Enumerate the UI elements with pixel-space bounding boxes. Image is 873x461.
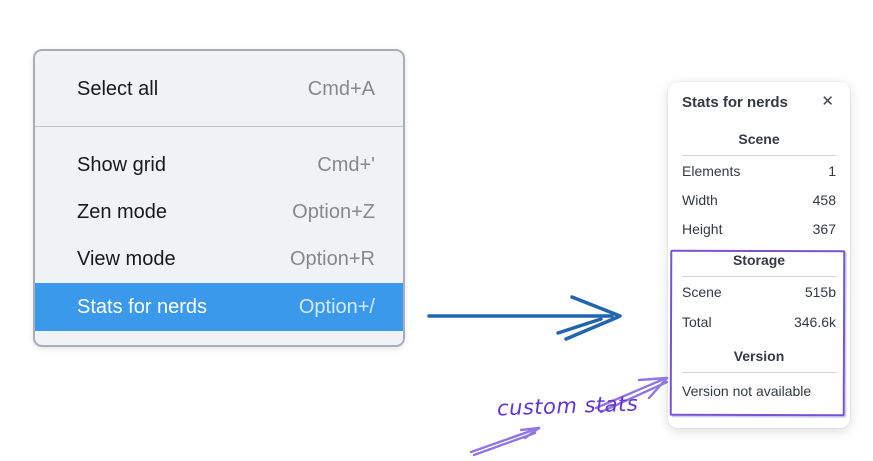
stat-value: 515b bbox=[804, 284, 836, 300]
menu-item-label: Select all bbox=[77, 77, 159, 100]
menu-item-label: Stats for nerds bbox=[77, 295, 208, 318]
stat-label: Total bbox=[682, 314, 712, 330]
stat-value: 346.6k bbox=[793, 314, 836, 330]
menu-item-shortcut: Option+/ bbox=[298, 295, 375, 318]
stat-row-scene-storage: Scene 515b bbox=[682, 277, 836, 307]
menu-item-show-grid[interactable]: Show grid Cmd+' bbox=[35, 142, 403, 189]
stat-value: 1 bbox=[828, 162, 836, 179]
section-heading-version: Version bbox=[733, 348, 785, 364]
version-note: Version not available bbox=[682, 383, 812, 399]
custom-stats-label: custom stats bbox=[496, 391, 639, 421]
menu-item-label: Zen mode bbox=[77, 201, 168, 223]
menu-item-shortcut: Option+Z bbox=[292, 201, 375, 223]
stat-row-width: Width 458 bbox=[682, 185, 836, 214]
stat-label: Width bbox=[682, 191, 718, 208]
context-menu: Select all Cmd+A Show grid Cmd+' Zen mod… bbox=[33, 49, 405, 347]
menu-section-top: Select all Cmd+A bbox=[35, 51, 403, 126]
section-heading-storage: Storage bbox=[732, 252, 786, 268]
stat-row-elements: Elements 1 bbox=[682, 156, 836, 185]
stat-value: 458 bbox=[812, 191, 836, 208]
stat-row-height: Height 367 bbox=[682, 214, 836, 243]
section-divider bbox=[682, 372, 836, 373]
menu-item-shortcut: Cmd+A bbox=[307, 77, 375, 100]
section-divider bbox=[682, 276, 836, 277]
stats-panel: Stats for nerds ✕ Scene Elements 1 Width… bbox=[668, 82, 850, 428]
stats-panel-header: Stats for nerds ✕ bbox=[682, 92, 836, 112]
menu-item-zen-mode[interactable]: Zen mode Option+Z bbox=[35, 189, 403, 236]
menu-section-bottom: Show grid Cmd+' Zen mode Option+Z View m… bbox=[35, 127, 403, 345]
menu-item-select-all[interactable]: Select all Cmd+A bbox=[35, 64, 403, 114]
stat-label: Height bbox=[682, 220, 723, 237]
menu-to-panel-arrow bbox=[427, 295, 622, 341]
menu-item-shortcut: Cmd+' bbox=[317, 154, 375, 176]
menu-item-label: View mode bbox=[77, 248, 176, 270]
close-icon[interactable]: ✕ bbox=[821, 92, 834, 110]
section-heading-scene: Scene bbox=[738, 131, 780, 147]
menu-item-label: Show grid bbox=[77, 154, 166, 176]
section-divider bbox=[682, 155, 836, 156]
menu-divider bbox=[35, 126, 403, 127]
stat-label: Scene bbox=[682, 284, 722, 300]
custom-stats-small-arrow bbox=[469, 426, 541, 457]
menu-item-view-mode[interactable]: View mode Option+R bbox=[35, 236, 403, 283]
menu-item-stats-for-nerds[interactable]: Stats for nerds Option+/ bbox=[35, 283, 403, 331]
stat-row-total-storage: Total 346.6k bbox=[682, 307, 836, 337]
stat-label: Elements bbox=[682, 162, 741, 179]
stat-value: 367 bbox=[812, 220, 836, 237]
stats-panel-title: Stats for nerds bbox=[682, 94, 788, 111]
menu-item-shortcut: Option+R bbox=[289, 248, 375, 270]
